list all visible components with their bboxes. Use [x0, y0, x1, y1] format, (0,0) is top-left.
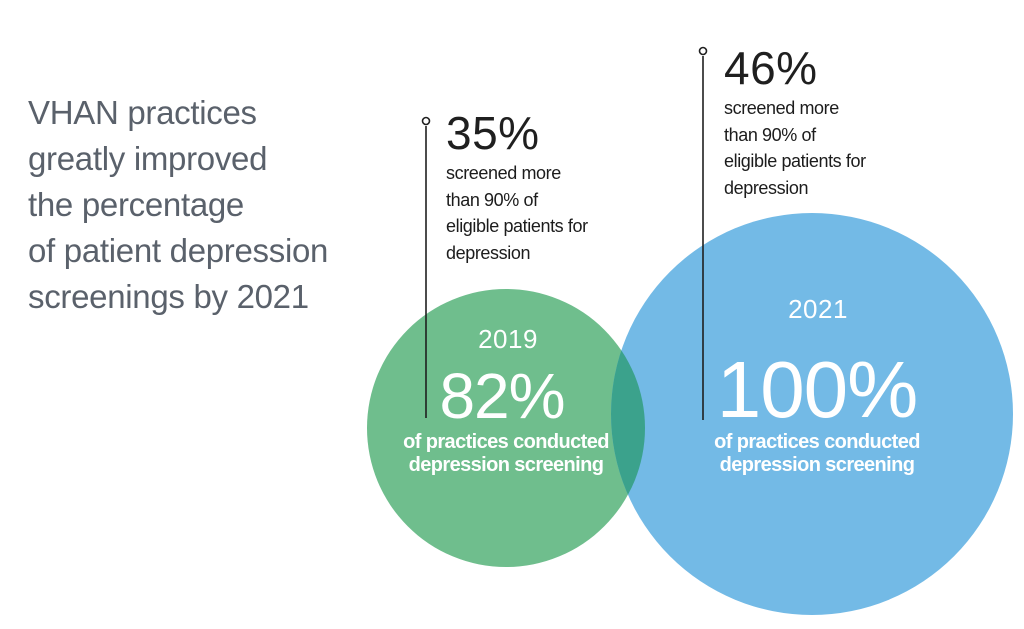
callout-2019-description: screened more than 90% of eligible patie…: [446, 163, 588, 263]
callout-2019: 35% screened more than 90% of eligible p…: [446, 109, 588, 266]
bubble-2021-year: 2021: [788, 294, 848, 324]
callout-2021: 46% screened more than 90% of eligible p…: [724, 44, 866, 201]
pointer-dot-2021: [698, 46, 708, 56]
bubble-2021-percent: 100%: [716, 345, 919, 434]
circle-2019: [367, 289, 645, 567]
pointer-dot-2019: [421, 116, 431, 126]
circle-2021: [611, 213, 1013, 615]
bubble-2019-year: 2019: [478, 324, 538, 354]
bubble-2019-percent: 82%: [439, 360, 565, 432]
callout-2019-percent: 35%: [446, 107, 540, 159]
bubble-2019-description: of practices conducted depression screen…: [403, 431, 609, 476]
callout-2021-description: screened more than 90% of eligible patie…: [724, 98, 866, 198]
headline: VHAN practices greatly improved the perc…: [28, 94, 329, 315]
callout-2021-percent: 46%: [724, 42, 818, 94]
bubble-2021-description: of practices conducted depression screen…: [714, 431, 920, 476]
